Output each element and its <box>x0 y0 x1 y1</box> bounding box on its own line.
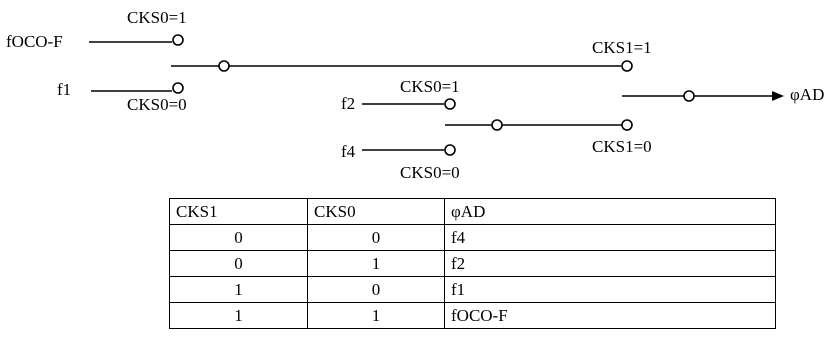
table-cell-phi-ad: f4 <box>444 224 776 251</box>
output-arrowhead <box>772 91 784 101</box>
output-label-phi-ad: φAD <box>790 85 824 104</box>
table-cell-cks1: 1 <box>169 276 308 303</box>
switch-label-cks0-1-lower: CKS0=1 <box>400 77 460 96</box>
input-label-f1: f1 <box>57 80 71 99</box>
clock-selection-table: CKS1 CKS0 φAD 0 0 f4 0 1 f2 1 0 f1 1 1 f… <box>169 198 776 329</box>
contact-cks0-lower-pivot <box>491 119 503 131</box>
contact-cks1-pivot <box>683 90 695 102</box>
contact-cks0-lower-1 <box>444 98 456 110</box>
table-cell-cks1: 0 <box>169 250 308 277</box>
table-cell-cks0: 0 <box>307 224 445 251</box>
contact-cks1-0 <box>621 119 633 131</box>
table-cell-phi-ad: f2 <box>444 250 776 277</box>
table-cell-cks1: 1 <box>169 302 308 329</box>
table-header-row: CKS1 CKS0 φAD <box>169 198 776 225</box>
contact-cks0-lower-0 <box>444 144 456 156</box>
input-label-foco-f: fOCO-F <box>6 32 63 51</box>
switch-label-cks1-1: CKS1=1 <box>592 38 652 57</box>
input-label-f4: f4 <box>341 142 356 161</box>
switch-label-cks0-1-upper: CKS0=1 <box>127 8 187 27</box>
table-row: 1 1 fOCO-F <box>169 302 776 329</box>
input-label-f2: f2 <box>341 94 355 113</box>
table-cell-cks1: 0 <box>169 224 308 251</box>
switch-label-cks0-0-upper: CKS0=0 <box>127 95 187 114</box>
switch-label-cks1-0: CKS1=0 <box>592 137 652 156</box>
switch-label-cks0-0-lower: CKS0=0 <box>400 163 460 182</box>
table-cell-phi-ad: f1 <box>444 276 776 303</box>
column-header-cks0: CKS0 <box>307 198 445 225</box>
table-cell-phi-ad: fOCO-F <box>444 302 776 329</box>
contact-cks0-upper-1 <box>172 34 184 46</box>
table-cell-cks0: 1 <box>307 250 445 277</box>
contact-cks0-upper-pivot <box>218 60 230 72</box>
column-header-phi-ad: φAD <box>444 198 776 225</box>
table-row: 0 1 f2 <box>169 250 776 277</box>
table-row: 0 0 f4 <box>169 224 776 251</box>
column-header-cks1: CKS1 <box>169 198 308 225</box>
contact-cks0-upper-0 <box>172 82 184 94</box>
table-cell-cks0: 0 <box>307 276 445 303</box>
contact-cks1-1 <box>621 60 633 72</box>
table-cell-cks0: 1 <box>307 302 445 329</box>
clock-selection-diagram: fOCO-F f1 f2 f4 CKS0=1 CKS0=0 CKS0=1 CKS… <box>6 8 824 182</box>
table-row: 1 0 f1 <box>169 276 776 303</box>
